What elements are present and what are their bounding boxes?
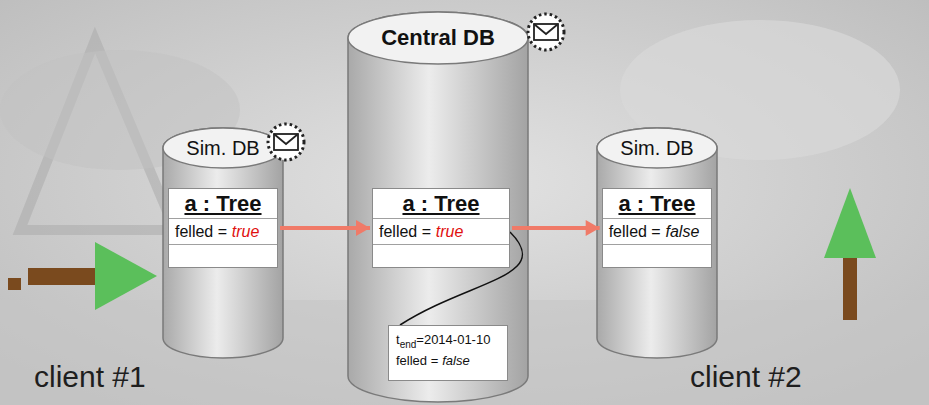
time-subscript: end (400, 339, 417, 350)
cylinder-lid (597, 128, 717, 168)
attribute-value: true (436, 223, 464, 240)
object-name-row: a : Tree (603, 189, 712, 219)
attribute-name: felled = (396, 353, 438, 368)
object-box: a : Tree felled = false (602, 188, 713, 268)
operation-row (169, 245, 277, 267)
client-label-box: client #1 (34, 360, 146, 394)
arrow-head (356, 220, 370, 236)
database-heading-row: Central DB (348, 25, 528, 51)
attribute-name: felled = (609, 223, 661, 240)
attribute-value: false (666, 223, 700, 240)
object-name: a : Tree (618, 191, 695, 216)
object-name-row: a : Tree (373, 189, 509, 219)
database-cylinder: Sim. DB a : Tree felled = false (597, 128, 717, 358)
object-name-row: a : Tree (169, 189, 277, 219)
cylinder-lid (163, 128, 283, 168)
felled-tree (8, 242, 157, 310)
operation-row (373, 245, 509, 267)
time-symbol: t (396, 332, 400, 347)
database-name: Sim. DB (186, 137, 259, 159)
cylinder-body (597, 128, 717, 358)
note-line: tend=2014-01-10 (396, 331, 500, 352)
cylinder-body (348, 12, 528, 402)
database-cylinder: Sim. DB a : Tree felled = true (163, 128, 283, 358)
attribute-value: false (442, 353, 469, 368)
object-name: a : Tree (402, 191, 479, 216)
message-icon (268, 124, 304, 160)
attribute-value: true (232, 223, 260, 240)
attribute-name: felled = (379, 223, 431, 240)
operation-row (603, 245, 712, 267)
attribute-row: felled = true (373, 219, 509, 245)
attribute-row: felled = false (603, 219, 712, 245)
database-cylinder: Central DB a : Tree felled = true tend=2014-… (348, 12, 528, 402)
object-box: a : Tree felled = true (372, 188, 510, 268)
client-label-box: client #2 (690, 360, 802, 394)
database-heading-row: Sim. DB (597, 137, 717, 160)
arrow-head (586, 220, 600, 236)
database-name: Central DB (381, 25, 495, 50)
attribute-name: felled = (175, 223, 227, 240)
database-heading-row: Sim. DB (163, 137, 283, 160)
history-note: tend=2014-01-10felled =false (388, 325, 508, 381)
object-name: a : Tree (184, 191, 261, 216)
database-name: Sim. DB (620, 137, 693, 159)
time-value: =2014-01-10 (416, 332, 490, 347)
note-line: felled = false (396, 352, 500, 370)
standing-tree (824, 188, 876, 320)
cylinder-lid (348, 12, 528, 64)
message-icon (528, 14, 564, 50)
attribute-row: felled = true (169, 219, 277, 245)
object-box: a : Tree felled = true (168, 188, 278, 268)
cylinder-body (163, 128, 283, 358)
client-label: client #1 (34, 360, 146, 393)
client-label: client #2 (690, 360, 802, 393)
